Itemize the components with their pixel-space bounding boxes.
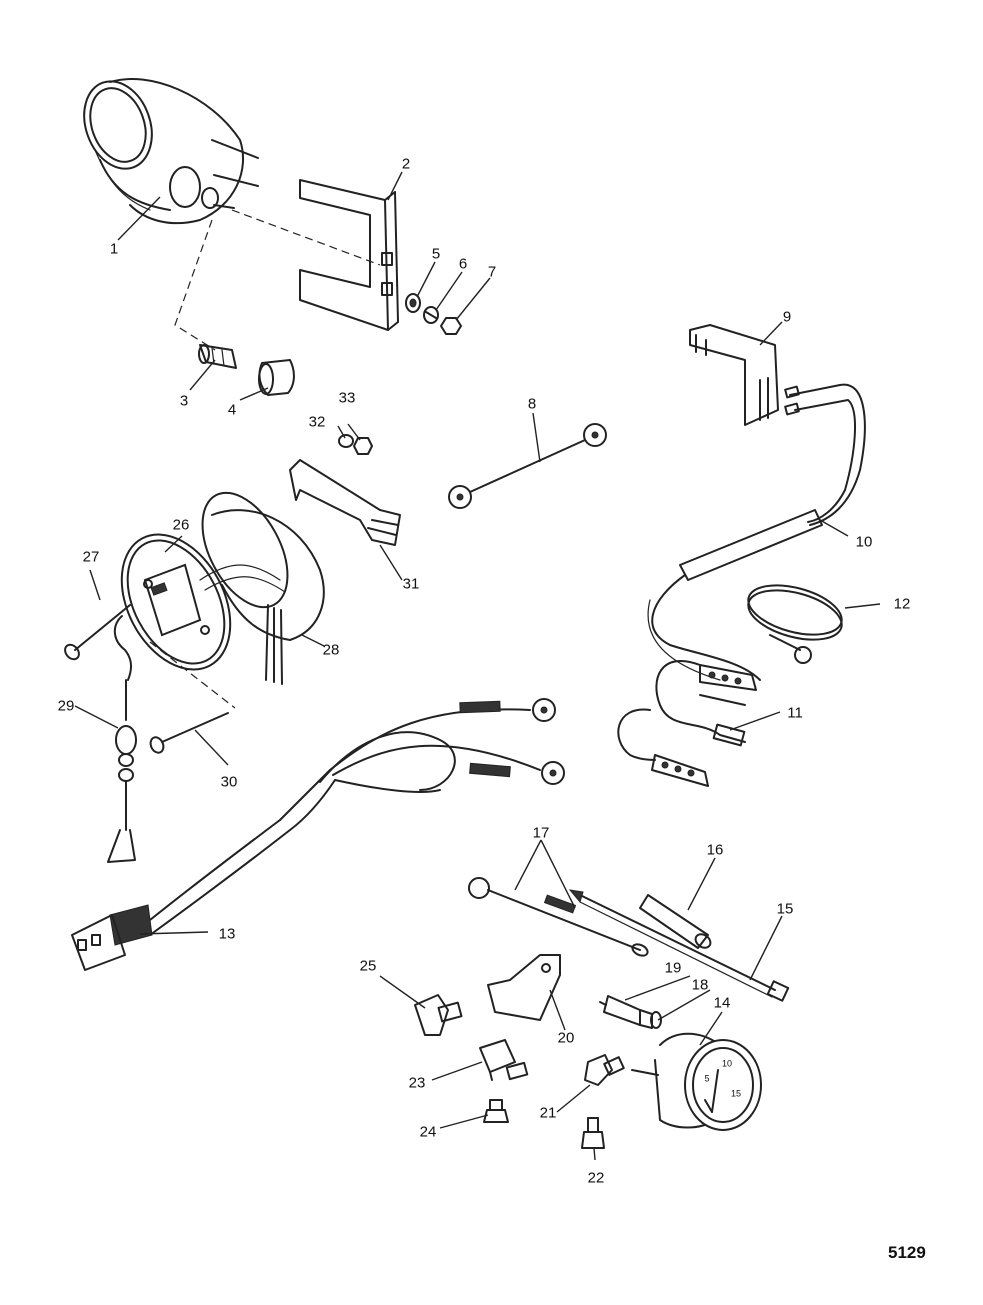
callout-11: 11 [787, 704, 803, 722]
part-33-nut [353, 437, 373, 455]
callout-5: 5 [431, 245, 441, 263]
part-32-washer [338, 434, 354, 448]
part-23-fitting [479, 1039, 529, 1081]
part-28-switch-housing [199, 491, 325, 685]
callout-9: 9 [782, 308, 792, 326]
callout-27: 27 [82, 548, 100, 566]
assembly-line [231, 209, 381, 266]
part-18-fitting [639, 1009, 662, 1029]
part-2-bracket [299, 179, 399, 331]
part-19-sender [599, 995, 641, 1026]
part-30-screw [149, 712, 229, 754]
callout-21: 21 [539, 1104, 557, 1122]
part-24-plug [483, 1099, 509, 1123]
part-7-nut [440, 317, 462, 335]
callout-33: 33 [338, 389, 356, 407]
callout-10: 10 [855, 533, 873, 551]
callout-19: 19 [664, 959, 682, 977]
callout-26: 26 [172, 516, 190, 534]
figure-number: 5129 [888, 1243, 926, 1262]
part-21-elbow [584, 1054, 625, 1086]
part-26-switch-panel [120, 533, 232, 671]
part-1-gauge [83, 78, 259, 225]
gauge-tick-5: 5 [704, 1073, 710, 1084]
part-16-sleeve [639, 894, 712, 949]
callout-24: 24 [419, 1123, 437, 1141]
part-25-elbow-fitting [414, 994, 463, 1036]
assembly-line [174, 219, 216, 351]
gauge-tick-10: 10 [721, 1058, 733, 1069]
callout-23: 23 [408, 1074, 426, 1092]
part-6-lock-washer [423, 306, 439, 324]
callout-2: 2 [401, 155, 411, 173]
callout-25: 25 [359, 957, 377, 975]
callout-20: 20 [557, 1029, 575, 1047]
callout-12: 12 [893, 595, 911, 613]
callout-7: 7 [487, 263, 497, 281]
gauge-tick-15: 15 [730, 1088, 742, 1099]
part-8-ground-lead [448, 423, 607, 509]
part-17-jumper-lead [468, 877, 649, 957]
part-20-bracket [487, 954, 561, 1021]
part-14-pressure-gauge [631, 1032, 762, 1131]
callout-4: 4 [227, 401, 237, 419]
callout-16: 16 [706, 841, 724, 859]
callout-17: 17 [532, 824, 550, 842]
callout-6: 6 [458, 255, 468, 273]
part-9-sender-bracket [689, 324, 779, 426]
part-12-hose-clamp [747, 584, 843, 664]
callout-31: 31 [402, 575, 420, 593]
callout-29: 29 [57, 697, 75, 715]
callout-1: 1 [109, 240, 119, 258]
callout-28: 28 [322, 641, 340, 659]
callout-18: 18 [691, 976, 709, 994]
callout-14: 14 [713, 994, 731, 1012]
part-3-lamp-socket [198, 344, 237, 369]
part-22-fitting [581, 1117, 605, 1149]
leader-lines [74, 171, 881, 1161]
part-15-cable-tie [568, 889, 790, 1002]
part-11-connector-leads [617, 659, 757, 787]
assembly-line [149, 641, 236, 709]
callout-3: 3 [179, 392, 189, 410]
part-4-cap [258, 359, 295, 396]
part-5-washer [405, 293, 421, 313]
callout-22: 22 [587, 1169, 605, 1187]
part-27-screw [64, 604, 131, 661]
callout-13: 13 [218, 925, 236, 943]
part-31-bracket [289, 459, 401, 546]
callout-8: 8 [527, 395, 537, 413]
callout-30: 30 [220, 773, 238, 791]
part-10-sender-harness [647, 383, 866, 681]
callout-15: 15 [776, 900, 794, 918]
part-29-lanyard [107, 615, 137, 863]
callout-32: 32 [308, 413, 326, 431]
part-13-wiring-harness [71, 698, 565, 971]
